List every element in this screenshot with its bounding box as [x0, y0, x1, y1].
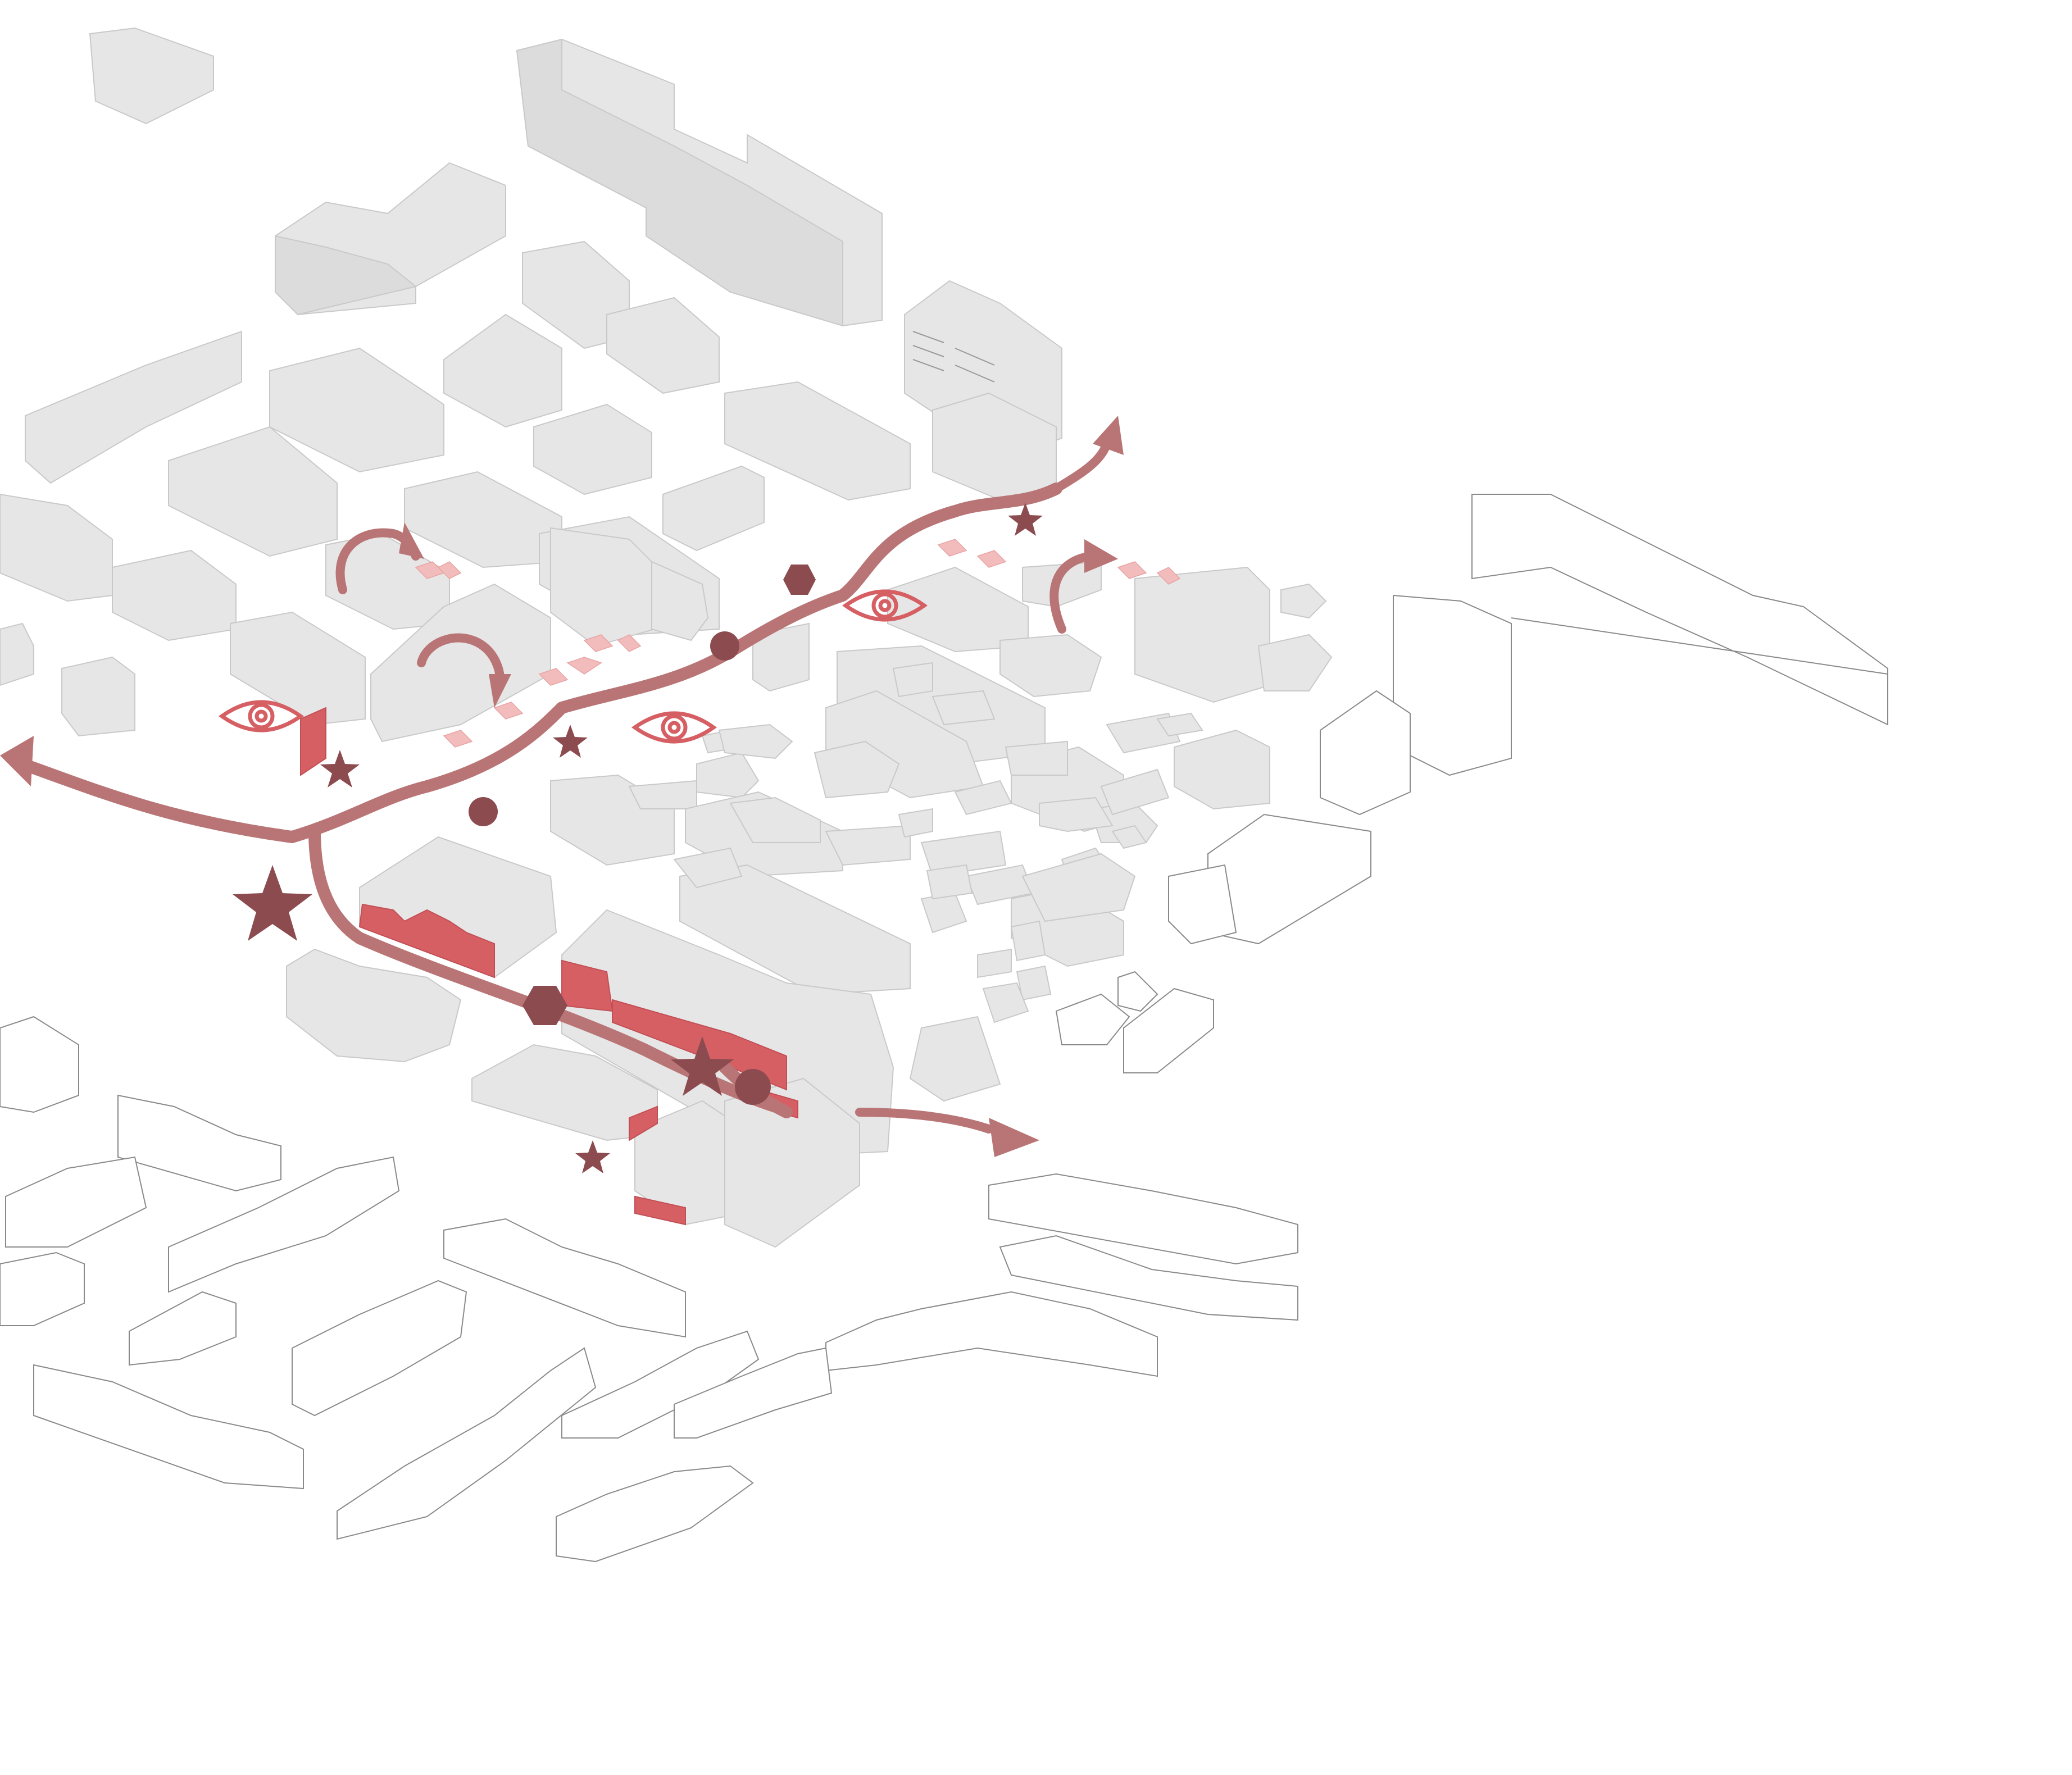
star-icon — [233, 865, 312, 941]
route-arrow-north-icon — [1093, 416, 1124, 455]
eye-icon — [635, 713, 714, 741]
building-apartment-ne — [905, 281, 1062, 500]
circle-icon — [735, 1069, 771, 1105]
star-icon — [1008, 503, 1043, 536]
route-arrow-east-icon — [989, 1118, 1039, 1157]
star-icon — [575, 1140, 610, 1173]
hexagon-icon — [783, 565, 816, 595]
building-block-west-1 — [275, 163, 506, 315]
route-arrow-west-icon — [0, 736, 34, 786]
star-icon — [553, 725, 588, 758]
circle-icon — [710, 631, 739, 661]
circle-icon — [469, 797, 498, 826]
building-long-east — [1169, 494, 1888, 944]
